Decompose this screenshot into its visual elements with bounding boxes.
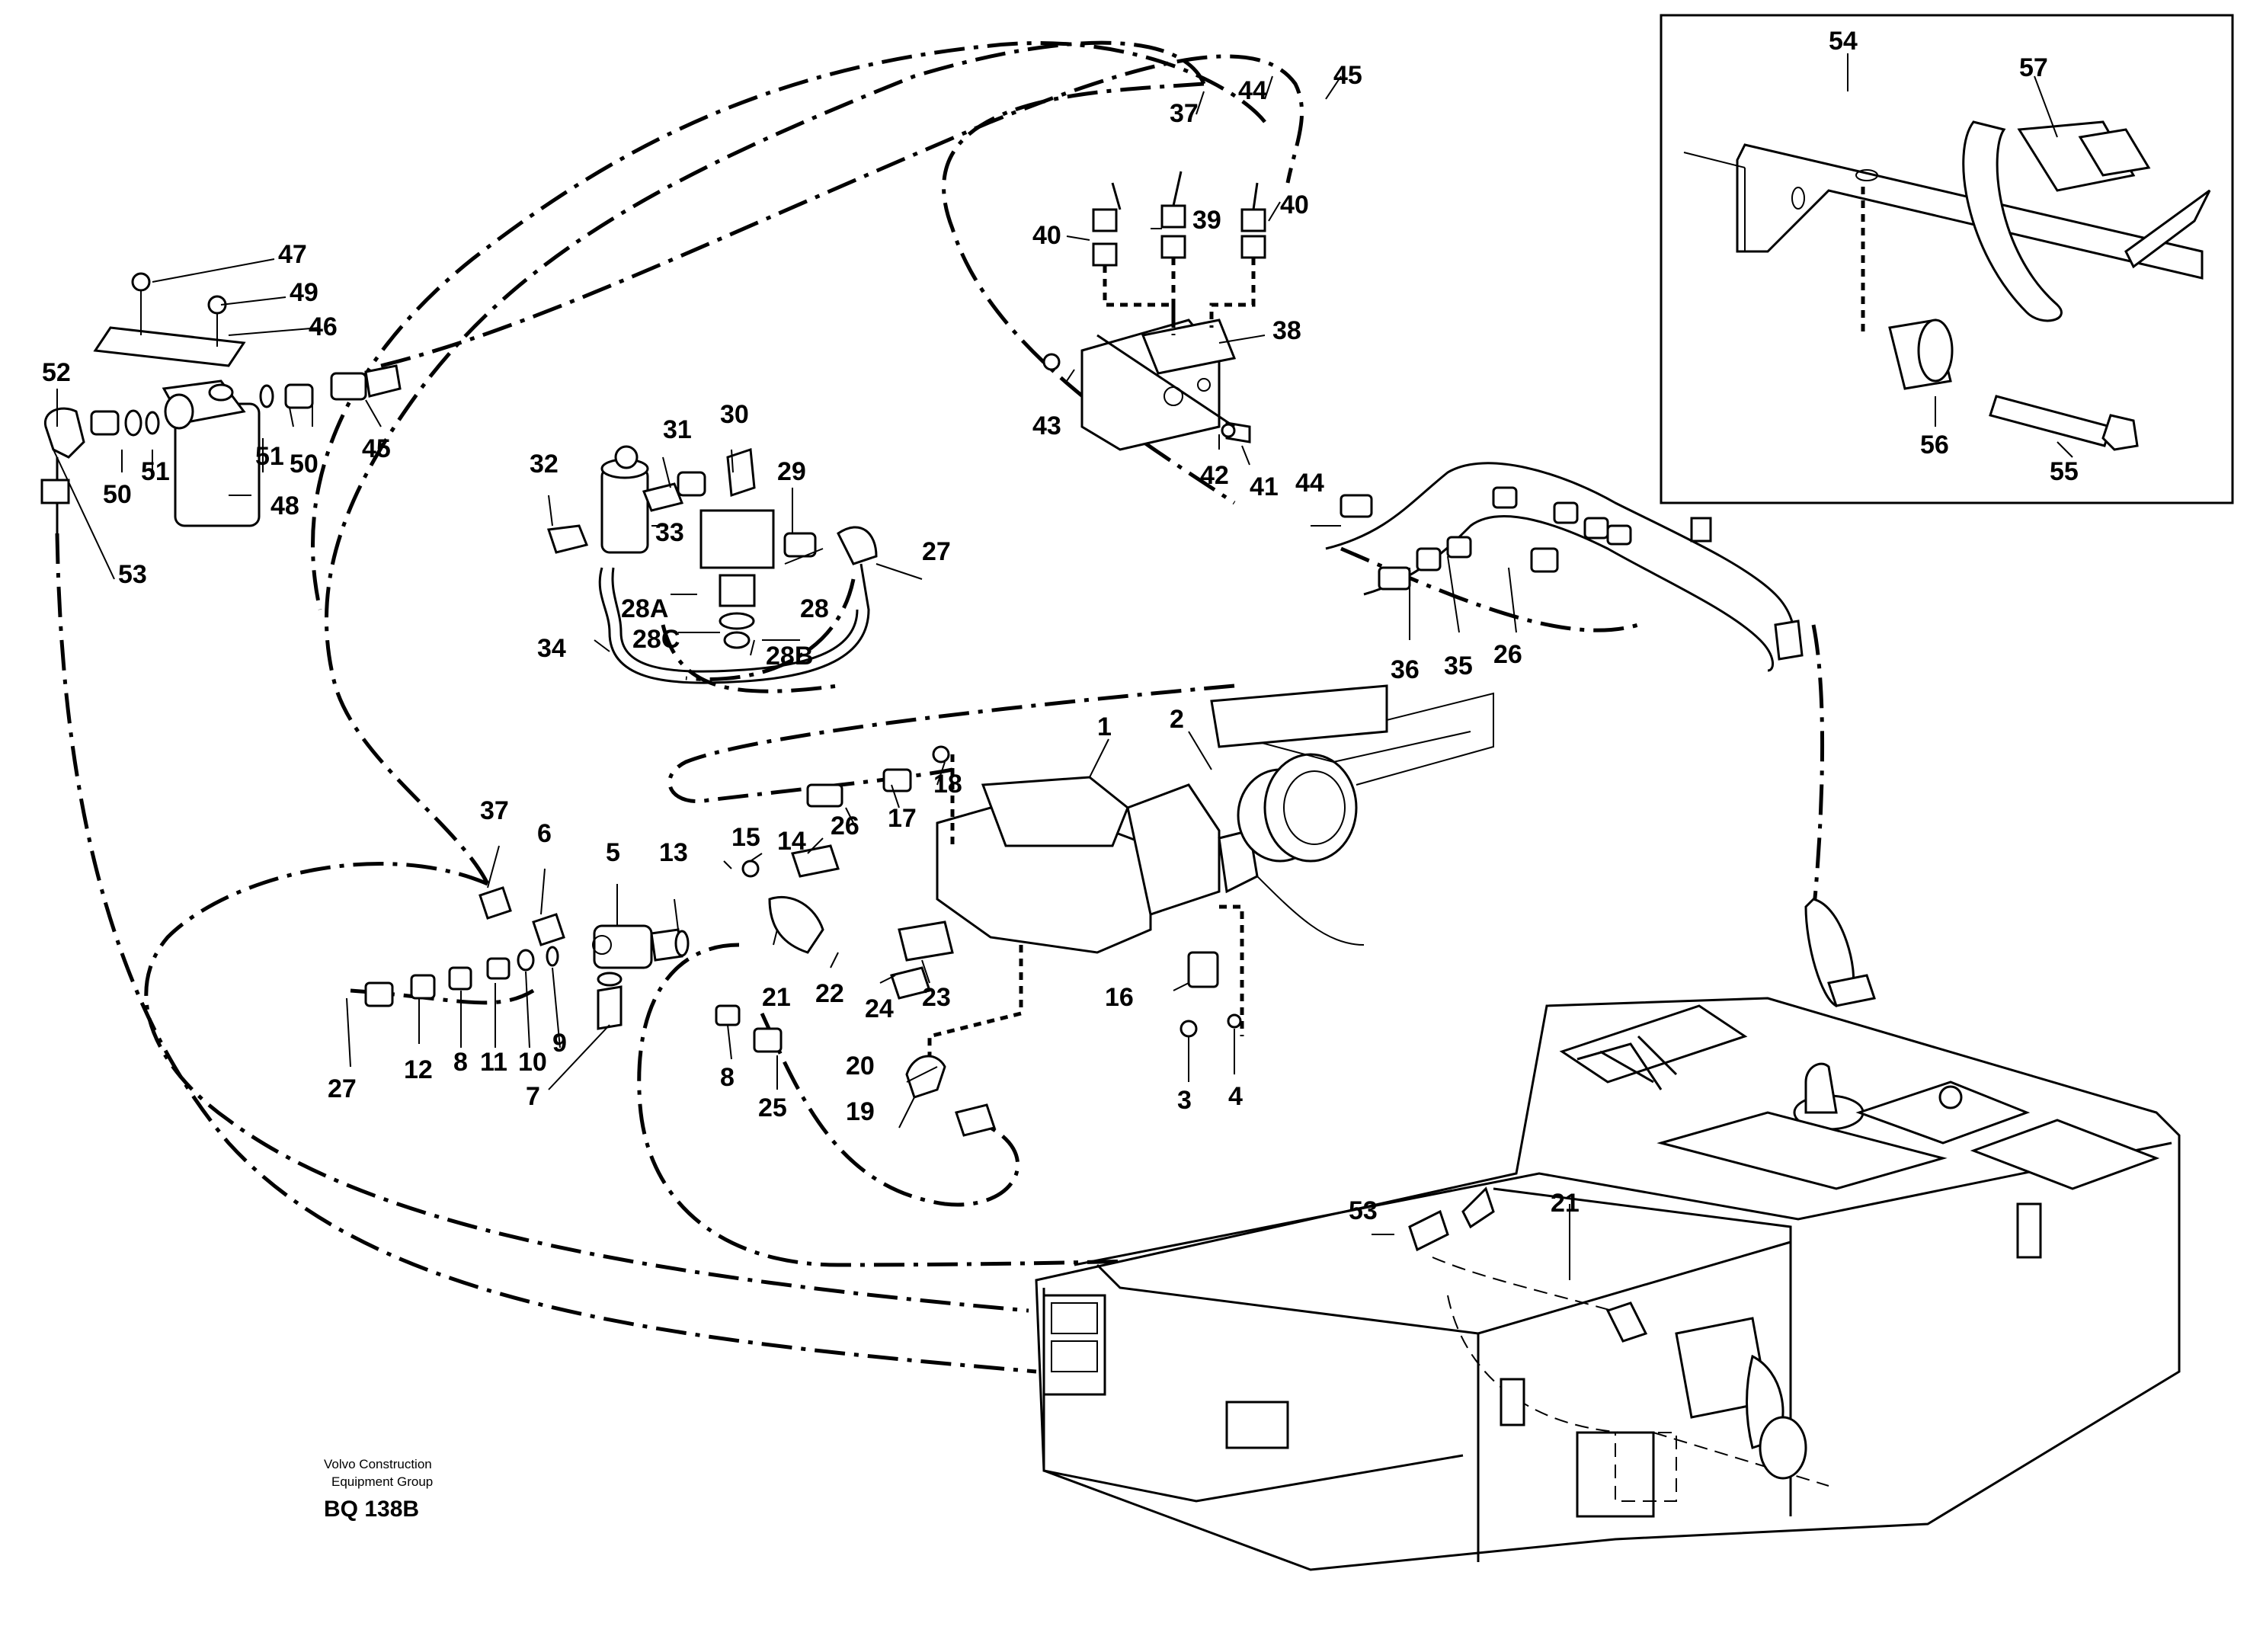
label-44a: 44 bbox=[1238, 76, 1267, 105]
label-14: 14 bbox=[777, 827, 806, 856]
label-36: 36 bbox=[1391, 655, 1420, 684]
solenoid-28 bbox=[699, 509, 775, 569]
label-48: 48 bbox=[270, 491, 299, 520]
label-51b: 51 bbox=[255, 442, 284, 471]
label-44b: 44 bbox=[1295, 469, 1324, 498]
bolt-55 bbox=[1989, 395, 2112, 447]
label-51a: 51 bbox=[141, 457, 170, 486]
label-42: 42 bbox=[1200, 461, 1229, 490]
label-17: 17 bbox=[888, 804, 917, 833]
label-7: 7 bbox=[526, 1082, 540, 1111]
label-22: 22 bbox=[815, 979, 844, 1008]
motor-assembly bbox=[1042, 171, 1266, 451]
label-31: 31 bbox=[663, 415, 692, 444]
label-41: 41 bbox=[1250, 472, 1279, 501]
label-54: 54 bbox=[1829, 27, 1858, 56]
hydraulic-tank bbox=[1035, 997, 2181, 1571]
label-28C: 28C bbox=[632, 625, 680, 654]
label-39: 39 bbox=[1192, 206, 1221, 235]
caption-code: BQ 138B bbox=[324, 1497, 419, 1522]
label-30: 30 bbox=[720, 400, 749, 429]
label-26a: 26 bbox=[1493, 640, 1522, 669]
label-47: 47 bbox=[278, 240, 307, 269]
label-38: 38 bbox=[1272, 316, 1301, 345]
label-32: 32 bbox=[530, 450, 559, 479]
label-5: 5 bbox=[606, 838, 620, 867]
filter-assembly bbox=[40, 272, 402, 533]
hose-routing bbox=[55, 40, 1825, 1374]
label-33: 33 bbox=[655, 518, 684, 547]
label-8b: 8 bbox=[720, 1063, 735, 1092]
label-27a: 27 bbox=[922, 537, 951, 566]
label-50a: 50 bbox=[103, 480, 132, 509]
label-52: 52 bbox=[42, 358, 71, 387]
label-27b: 27 bbox=[328, 1074, 357, 1103]
label-25: 25 bbox=[758, 1093, 787, 1122]
detail-inset: 54 57 56 55 bbox=[1660, 14, 2234, 504]
label-19: 19 bbox=[846, 1097, 875, 1126]
label-35: 35 bbox=[1444, 652, 1473, 680]
label-10: 10 bbox=[518, 1048, 547, 1077]
label-29: 29 bbox=[777, 457, 806, 486]
label-21a: 21 bbox=[762, 983, 791, 1012]
leader-lines bbox=[53, 75, 1570, 1280]
label-55: 55 bbox=[2050, 457, 2079, 486]
label-53a: 53 bbox=[118, 560, 147, 589]
label-45a: 45 bbox=[362, 434, 391, 463]
label-13: 13 bbox=[659, 838, 688, 867]
sensor-16 bbox=[1187, 951, 1219, 988]
label-53b: 53 bbox=[1349, 1196, 1378, 1225]
label-40a: 40 bbox=[1032, 221, 1061, 250]
label-34: 34 bbox=[537, 634, 566, 663]
label-46: 46 bbox=[309, 312, 338, 341]
label-50b: 50 bbox=[290, 450, 318, 479]
label-1: 1 bbox=[1097, 712, 1112, 741]
label-37b: 37 bbox=[480, 796, 509, 825]
label-49: 49 bbox=[290, 278, 318, 307]
caption-line-2: Equipment Group bbox=[331, 1474, 433, 1489]
label-21b: 21 bbox=[1551, 1189, 1580, 1218]
label-28: 28 bbox=[800, 594, 829, 623]
upper-right-fittings bbox=[1340, 486, 1876, 1007]
label-37a: 37 bbox=[1170, 99, 1199, 128]
label-23: 23 bbox=[922, 983, 951, 1012]
label-3: 3 bbox=[1177, 1086, 1192, 1115]
valve-assembly bbox=[546, 445, 878, 684]
label-2: 2 bbox=[1170, 705, 1184, 734]
caption: Volvo Construction Equipment Group BQ 13… bbox=[324, 1457, 433, 1522]
bracket-46 bbox=[93, 326, 246, 367]
label-4: 4 bbox=[1228, 1082, 1243, 1111]
pump-assembly bbox=[741, 684, 1494, 1137]
valve-33 bbox=[600, 467, 649, 554]
label-26b: 26 bbox=[831, 812, 859, 840]
label-12: 12 bbox=[404, 1055, 433, 1084]
block-5 bbox=[593, 924, 653, 969]
label-24: 24 bbox=[865, 994, 894, 1023]
label-11: 11 bbox=[480, 1048, 507, 1077]
strap-57 bbox=[1962, 120, 2063, 322]
caption-line-1: Volvo Construction bbox=[324, 1457, 432, 1471]
label-9: 9 bbox=[552, 1029, 567, 1058]
label-43: 43 bbox=[1032, 411, 1061, 440]
part-labels: 47 49 46 52 50 51 51 50 45 48 53 32 31 3… bbox=[42, 61, 1580, 1225]
label-6: 6 bbox=[537, 819, 552, 848]
label-40b: 40 bbox=[1280, 190, 1309, 219]
label-28B: 28B bbox=[766, 642, 813, 671]
label-16: 16 bbox=[1105, 983, 1134, 1012]
label-20: 20 bbox=[846, 1052, 875, 1081]
label-56: 56 bbox=[1920, 431, 1949, 459]
label-57: 57 bbox=[2019, 53, 2048, 82]
label-45b: 45 bbox=[1333, 61, 1362, 90]
label-18: 18 bbox=[933, 770, 962, 799]
label-28A: 28A bbox=[621, 594, 668, 623]
elbow-52 bbox=[43, 407, 85, 459]
label-8a: 8 bbox=[453, 1048, 468, 1077]
label-15: 15 bbox=[731, 823, 760, 852]
manifold-assembly bbox=[364, 886, 783, 1053]
